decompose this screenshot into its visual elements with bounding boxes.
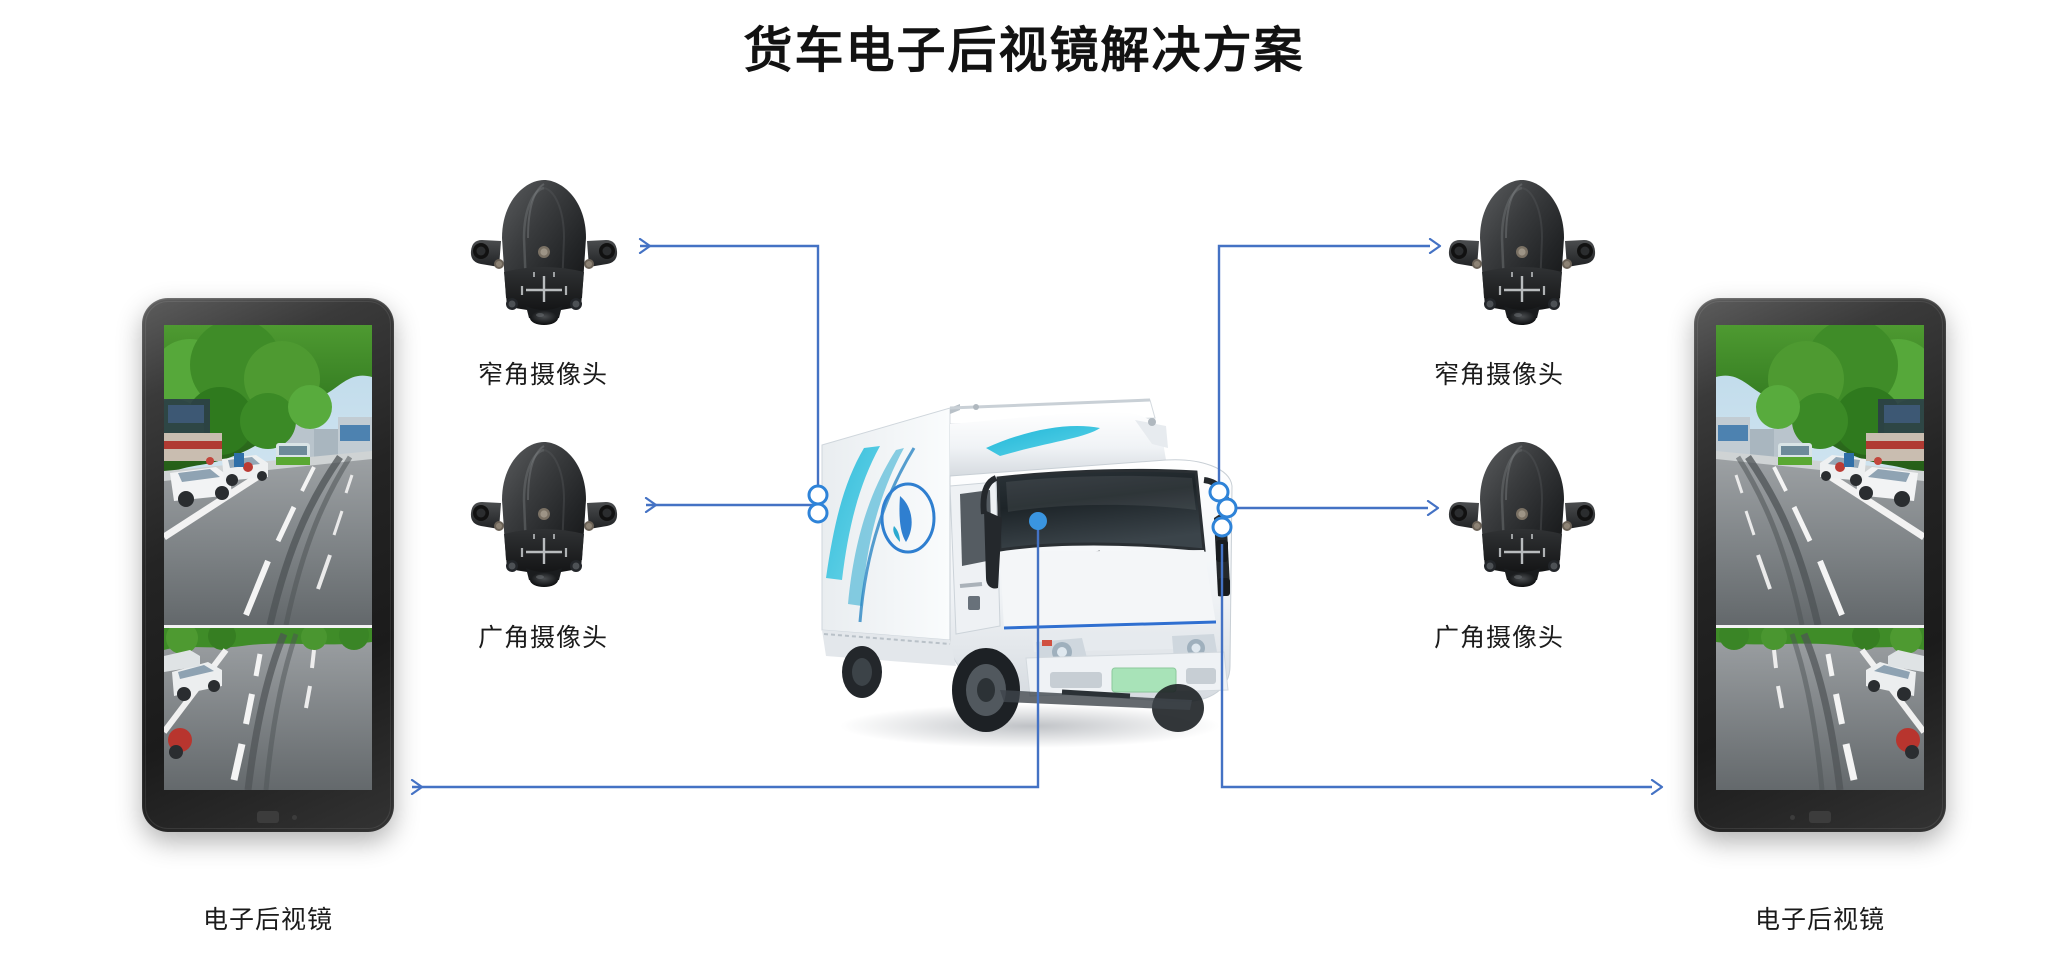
monitor-feed-lower xyxy=(164,628,372,790)
monitor-mic-icon xyxy=(1790,815,1795,820)
connection-node-icon xyxy=(1211,516,1233,538)
road-scene-upper-icon xyxy=(164,325,372,625)
connector-right-narrow xyxy=(1217,246,1430,492)
camera-module-icon xyxy=(470,442,618,587)
left-narrow-camera-label: 窄角摄像头 xyxy=(478,361,609,389)
connector-right-monitor xyxy=(1220,544,1652,787)
monitor-feed-upper xyxy=(1716,325,1924,625)
left-wide-camera[interactable] xyxy=(464,430,624,590)
monitor-feed-divider xyxy=(1716,625,1924,628)
left-monitor[interactable] xyxy=(142,298,394,832)
right-wide-camera-label: 广角摄像头 xyxy=(1434,624,1565,652)
connection-node-icon xyxy=(1208,481,1230,503)
connector-left-narrow xyxy=(640,246,820,495)
right-wide-camera[interactable] xyxy=(1442,430,1602,590)
truck xyxy=(800,390,1250,750)
monitor-mic-icon xyxy=(292,815,297,820)
road-scene-lower-icon xyxy=(164,628,372,790)
monitor-home-button[interactable] xyxy=(257,811,279,823)
monitor-screen xyxy=(164,325,372,790)
monitor-feed-lower xyxy=(1716,628,1924,790)
right-narrow-camera-label: 窄角摄像头 xyxy=(1434,361,1565,389)
road-scene-upper-icon xyxy=(1716,325,1924,625)
connection-node-icon xyxy=(1029,512,1047,530)
right-narrow-camera[interactable] xyxy=(1442,168,1602,328)
monitor-feed-upper xyxy=(164,325,372,625)
right-monitor[interactable] xyxy=(1694,298,1946,832)
monitor-home-button[interactable] xyxy=(1809,811,1831,823)
monitor-screen xyxy=(1716,325,1924,790)
camera-module-icon xyxy=(470,180,618,325)
connection-node-icon xyxy=(1216,497,1238,519)
truck-icon xyxy=(821,398,1233,748)
left-monitor-label: 电子后视镜 xyxy=(202,906,333,934)
monitor-feed-divider xyxy=(164,625,372,628)
left-narrow-camera[interactable] xyxy=(464,168,624,328)
road-scene-lower-icon xyxy=(1716,628,1924,790)
left-wide-camera-label: 广角摄像头 xyxy=(478,624,609,652)
right-monitor-label: 电子后视镜 xyxy=(1754,906,1885,934)
connection-node-icon xyxy=(807,502,829,524)
connection-nodes xyxy=(807,481,1238,538)
page-title: 货车电子后视镜解决方案 xyxy=(743,24,1305,78)
connector-left-monitor xyxy=(412,524,1040,787)
camera-module-icon xyxy=(1448,180,1596,325)
camera-module-icon xyxy=(1448,442,1596,587)
connection-node-icon xyxy=(807,484,829,506)
